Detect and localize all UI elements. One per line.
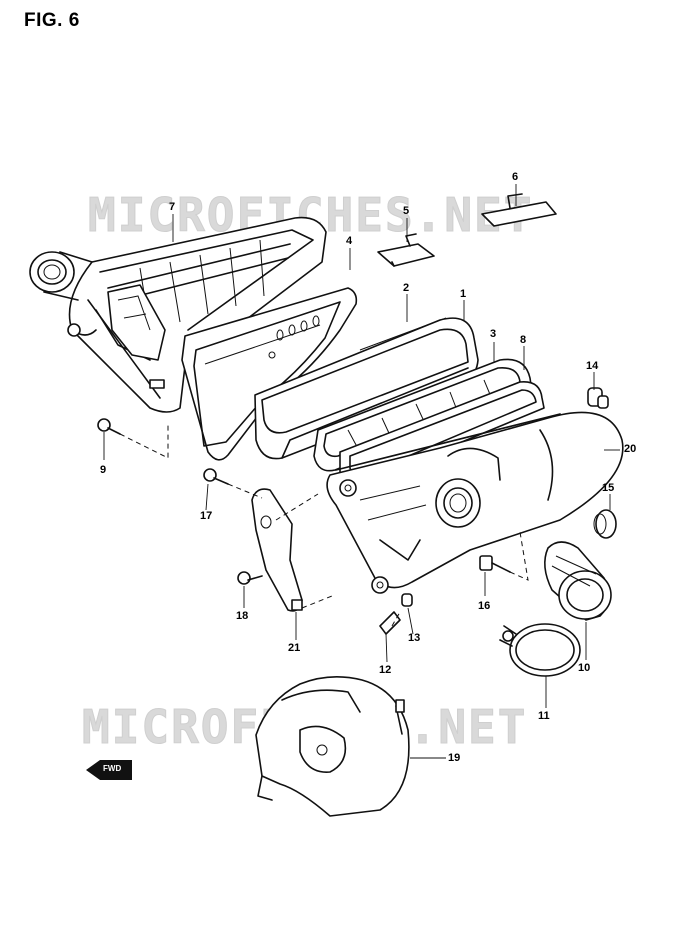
callout-14: 14: [586, 360, 599, 372]
callout-8: 8: [520, 334, 527, 346]
fitting-12-13: [379, 593, 413, 635]
callout-20: 20: [624, 443, 637, 455]
callout-13: 13: [408, 632, 421, 644]
grommet-15: [593, 509, 617, 539]
callout-19: 19: [448, 752, 461, 764]
screw-18: [237, 571, 263, 585]
grommet-14: [587, 387, 609, 409]
alignment-line-17: [227, 483, 263, 499]
air-cleaner-case: [29, 216, 327, 413]
case-seal-gasket: [181, 287, 358, 461]
hose-clamp: [499, 623, 581, 677]
callout-2: 2: [403, 282, 410, 294]
air-cleaner-cap: [326, 411, 624, 594]
bolt-16: [479, 555, 511, 573]
callout-6: 6: [512, 171, 519, 183]
callout-10: 10: [578, 662, 591, 674]
alignment-line-12: [391, 611, 401, 627]
callout-5: 5: [403, 205, 410, 217]
callout-16: 16: [478, 600, 491, 612]
callout-9: 9: [100, 464, 107, 476]
alignment-line-16: [509, 531, 529, 581]
callout-3: 3: [490, 328, 497, 340]
filter-frame-seal: [313, 358, 545, 486]
clip-5: [377, 233, 435, 267]
callout-18: 18: [236, 610, 249, 622]
lower-cover: [255, 676, 410, 817]
callout-12: 12: [379, 664, 392, 676]
callout-1: 1: [460, 288, 467, 300]
fwd-arrow-badge: [86, 760, 132, 780]
screw-9: [97, 418, 121, 435]
outlet-tube: [544, 541, 612, 621]
leader-lines: [103, 184, 620, 759]
callout-11: 11: [538, 710, 550, 722]
alignment-line-9: [119, 424, 169, 459]
callout-17: 17: [200, 510, 213, 522]
mounting-bracket: [251, 488, 303, 612]
callout-4: 4: [346, 235, 353, 247]
callout-7: 7: [169, 201, 176, 213]
clip-6: [481, 193, 557, 227]
fwd-badge-label: FWD: [103, 764, 122, 773]
figure-title: FIG. 6: [24, 10, 80, 31]
screw-17: [203, 468, 229, 485]
callout-15: 15: [602, 482, 615, 494]
callout-21: 21: [288, 642, 301, 654]
